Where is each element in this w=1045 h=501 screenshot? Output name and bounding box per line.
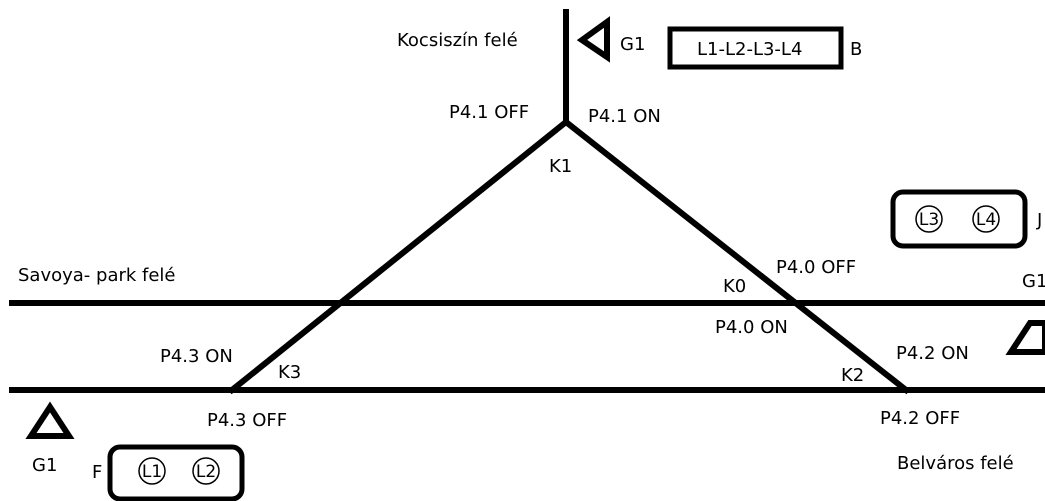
bottom-box-item-2: L2: [192, 457, 220, 485]
right-box-item-2: L4: [972, 205, 1000, 233]
p41-off-label: P4.1 OFF: [449, 102, 529, 123]
k0-label: K0: [723, 276, 746, 297]
top-line-box: [667, 26, 844, 70]
kocsiszin-label: Kocsiszín felé: [397, 30, 518, 51]
k1-label: K1: [549, 156, 572, 177]
k2-label: K2: [841, 365, 864, 386]
bottom-box-item-2-text: L2: [196, 462, 216, 482]
p42-on-label: P4.2 ON: [896, 343, 969, 364]
signal-triangle-left-pointing-icon: [576, 16, 610, 63]
right-line-box: [890, 189, 1028, 249]
right-box-item-1: L3: [915, 205, 943, 233]
signal-label-top: G1: [620, 34, 645, 55]
belvaros-label: Belváros felé: [897, 453, 1014, 474]
top-line-box-text: L1-L2-L3-L4: [697, 39, 802, 60]
savoya-label: Savoya- park felé: [18, 265, 176, 286]
top-box-suffix: B: [850, 39, 862, 60]
right-box-item-2-text: L4: [976, 210, 996, 230]
signal-triangle-left-icon: [25, 401, 75, 439]
k3-label: K3: [278, 362, 301, 383]
right-box-suffix: J: [1036, 210, 1042, 231]
p41-on-label: P4.1 ON: [588, 106, 661, 127]
p43-off-label: P4.3 OFF: [207, 410, 287, 431]
bottom-box-suffix: F: [92, 462, 102, 483]
left-diagonal-track: [227, 117, 571, 395]
right-diagonal-track: [561, 117, 911, 395]
p40-off-label: P4.0 OFF: [776, 257, 856, 278]
p40-on-label: P4.0 ON: [715, 317, 788, 338]
signal-triangle-right-icon: [1005, 320, 1045, 355]
signal-label-right: G1: [1022, 271, 1045, 292]
signal-label-left: G1: [32, 455, 57, 476]
bottom-line-box: [107, 444, 245, 501]
bottom-box-item-1-text: L1: [142, 462, 162, 482]
bottom-box-item-1: L1: [138, 457, 166, 485]
p43-on-label: P4.3 ON: [160, 346, 233, 367]
p42-off-label: P4.2 OFF: [880, 408, 960, 429]
right-box-item-1-text: L3: [919, 210, 939, 230]
